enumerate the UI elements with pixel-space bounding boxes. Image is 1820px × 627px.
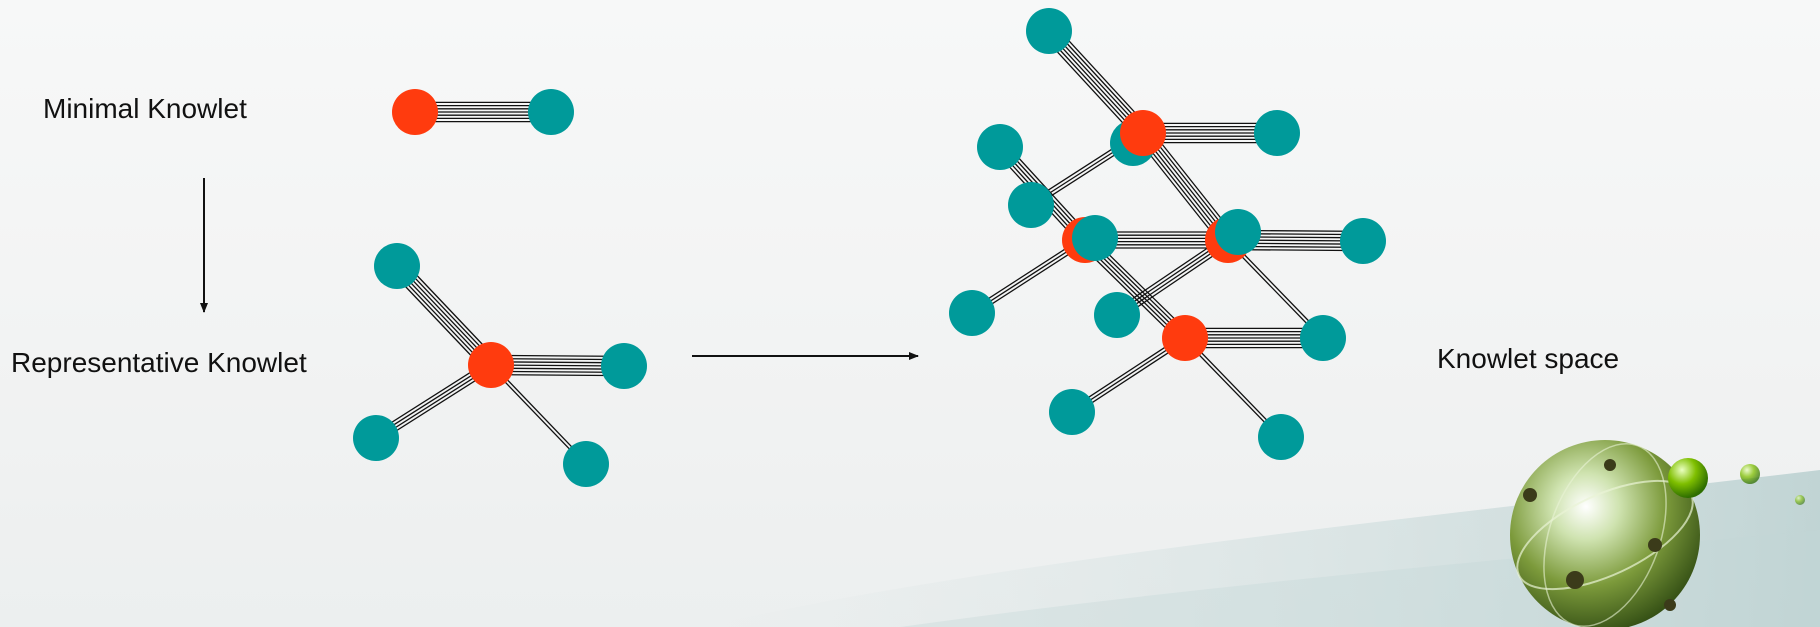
space-related-node	[1254, 110, 1300, 156]
space-link	[1183, 336, 1283, 439]
rep-related-node	[563, 441, 609, 487]
space-related-node	[1258, 414, 1304, 460]
rep-concept-node	[468, 342, 514, 388]
space-concept-node	[1162, 315, 1208, 361]
nodes	[353, 8, 1386, 487]
minimal-concept-node	[392, 89, 438, 135]
space-related-node	[1026, 8, 1072, 54]
space-related-node	[1340, 218, 1386, 264]
space-related-node	[1300, 315, 1346, 361]
space-related-node	[1049, 389, 1095, 435]
representative-knowlet-label: Representative Knowlet	[11, 347, 307, 378]
space-related-node	[1072, 215, 1118, 261]
space-related-node	[977, 124, 1023, 170]
rep-related-node	[601, 343, 647, 389]
rep-related-node	[353, 415, 399, 461]
space-related-node	[949, 290, 995, 336]
rep-related-node	[374, 243, 420, 289]
space-related-node	[1094, 292, 1140, 338]
space-link	[1042, 25, 1150, 139]
space-link	[1185, 327, 1323, 349]
space-related-node	[1215, 209, 1261, 255]
space-concept-node	[1120, 110, 1166, 156]
knowlet-space-label: Knowlet space	[1437, 343, 1620, 374]
space-related-node	[1008, 182, 1054, 228]
globe-logo-icon	[1510, 440, 1805, 627]
minimal-related-node	[528, 89, 574, 135]
minimal-knowlet-label: Minimal Knowlet	[43, 93, 247, 124]
